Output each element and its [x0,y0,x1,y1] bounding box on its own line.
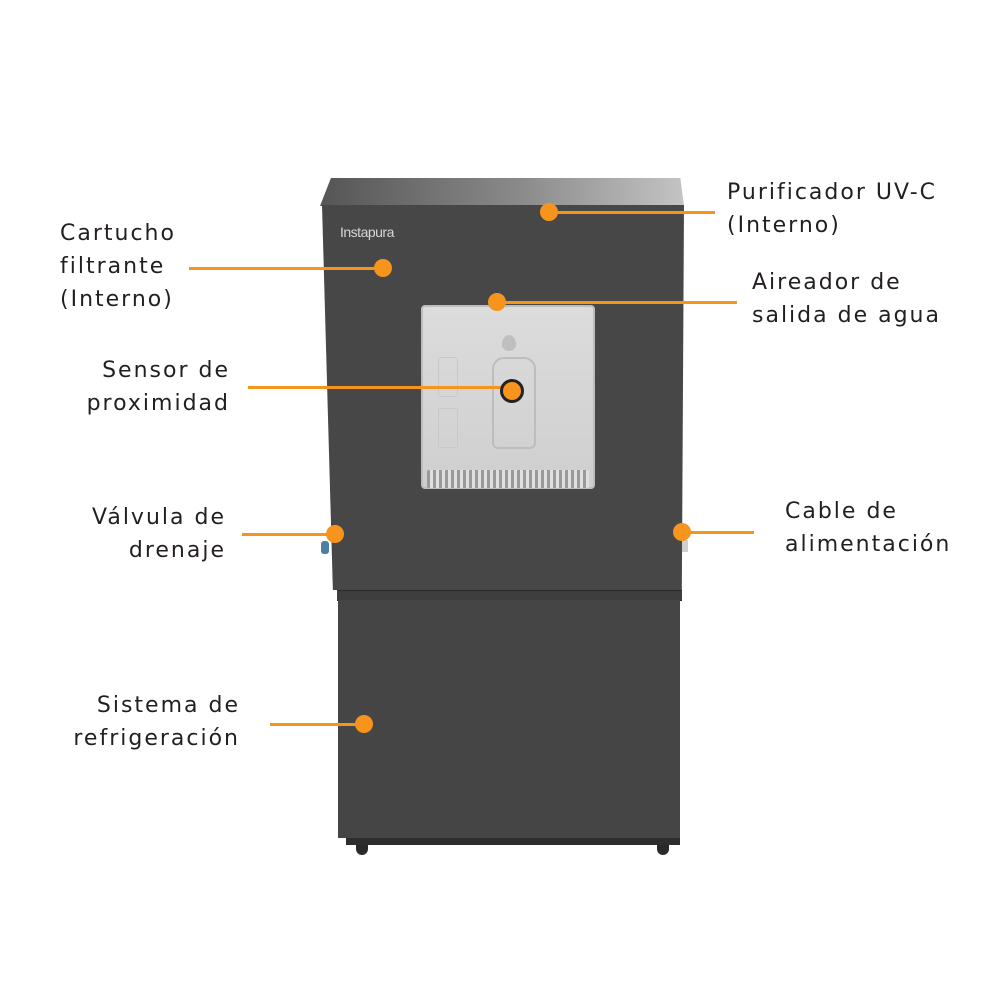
label-line: Válvula de [92,505,226,530]
callout-dot-cable [673,523,691,541]
water-drop-icon [502,335,516,351]
callout-line-purificador [549,211,715,214]
hand-hint-icon [438,357,458,397]
label-line: (Interno) [727,213,841,238]
dispenser-base [346,838,680,845]
label-cable-alimentacion: Cable de alimentación [785,495,951,561]
callout-dot-sensor [500,379,524,403]
dispenser-lower-cabinet [338,600,680,838]
label-line: alimentación [785,532,952,557]
callout-dot-aireador [488,293,506,311]
drip-tray [427,470,589,488]
label-line: Purificador UV-C [727,180,938,205]
bottle-fill-hint-icon [438,408,458,448]
label-aireador: Aireador de salida de agua [752,266,941,332]
callout-dot-refrigeracion [355,715,373,733]
label-line: filtrante [60,254,166,279]
label-sensor-proximidad: Sensor de proximidad [40,354,230,420]
bottle-icon [492,357,536,449]
callout-line-aireador [497,301,737,304]
callout-dot-valvula [326,525,344,543]
dispenser-top-lid [320,178,684,206]
label-line: refrigeración [73,726,240,751]
right-foot [657,845,669,855]
power-cable-port [682,540,688,552]
callout-line-valvula [242,533,334,536]
label-line: Cable de [785,499,898,524]
callout-dot-purificador [540,203,558,221]
label-line: Sensor de [102,358,230,383]
label-line: salida de agua [752,303,941,328]
label-line: Cartucho [60,221,176,246]
label-line: Sistema de [96,693,240,718]
drain-valve [321,541,329,554]
label-sistema-refrigeracion: Sistema de refrigeración [20,689,240,755]
callout-line-cartucho [189,267,384,270]
label-line: Aireador de [752,270,902,295]
left-foot [356,845,368,855]
callout-line-refrigeracion [270,723,364,726]
callout-line-cable [682,531,754,534]
callout-line-sensor [248,386,508,389]
label-valvula-drenaje: Válvula de drenaje [40,501,226,567]
label-purificador-uvc: Purificador UV-C (Interno) [727,176,937,242]
label-line: drenaje [128,538,226,563]
label-line: proximidad [86,391,230,416]
brand-logo: Instapura [340,224,394,240]
callout-dot-cartucho [374,259,392,277]
label-cartucho-filtrante: Cartucho filtrante (Interno) [60,217,176,316]
label-line: (Interno) [60,287,174,312]
